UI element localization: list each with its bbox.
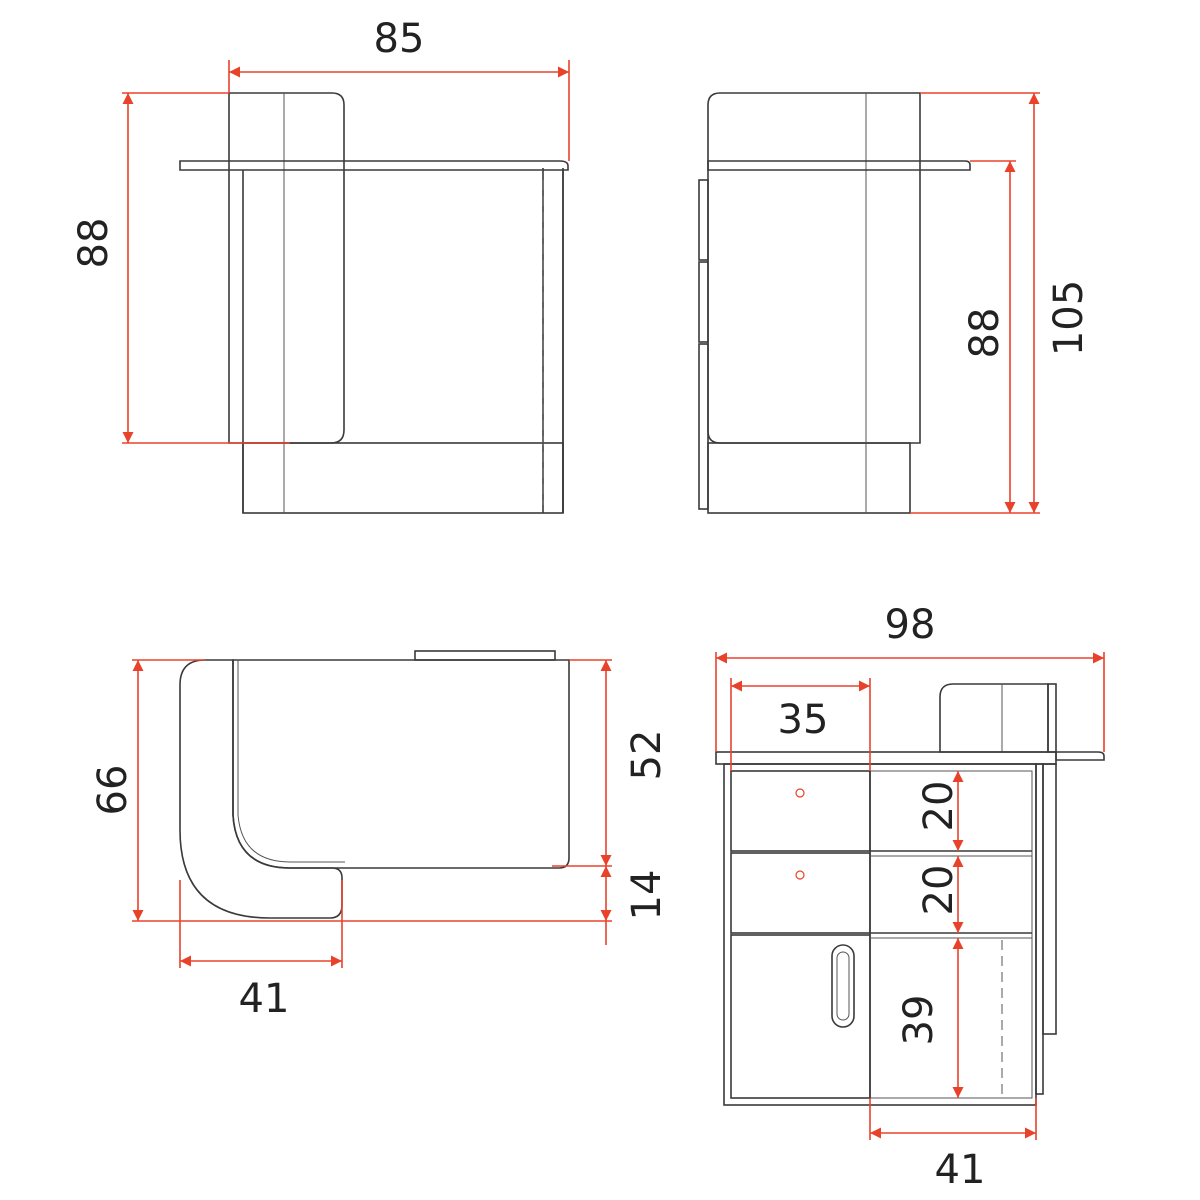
open-backrest-panel <box>939 683 1049 753</box>
dim-88-front-label: 88 <box>71 218 117 269</box>
drawer-1-knob <box>795 788 805 798</box>
top-curved-panel <box>179 659 343 919</box>
dim-35-label: 35 <box>778 697 829 743</box>
front-view: 85 88 <box>71 16 570 514</box>
dim-20a-label: 20 <box>916 781 962 832</box>
dim-52-label: 52 <box>624 730 670 781</box>
front-backrest-panel <box>228 92 345 444</box>
dim-14-label: 14 <box>624 870 670 921</box>
dim-41-open-label: 41 <box>935 1147 986 1193</box>
side-shelf-plate <box>707 160 971 171</box>
drawer-2-knob <box>795 870 805 880</box>
dim-41-top-label: 41 <box>239 976 290 1022</box>
side-upper-panel <box>707 92 921 444</box>
dim-85-label: 85 <box>374 16 425 62</box>
drawer-1 <box>730 770 871 852</box>
dim-105-label: 105 <box>1046 280 1092 356</box>
open-shelf-top <box>715 751 1057 765</box>
dim-98-label: 98 <box>885 602 936 648</box>
dim-88-side-label: 88 <box>962 308 1008 359</box>
side-view: 88 105 <box>698 92 1092 514</box>
top-shelf-edge <box>414 650 556 661</box>
dim-20b-label: 20 <box>916 865 962 916</box>
front-lower-body <box>242 442 564 514</box>
door-left <box>730 934 871 1099</box>
drawer-2 <box>730 852 871 934</box>
open-view: 98 35 20 20 39 41 <box>715 602 1105 1193</box>
dim-66-label: 66 <box>90 765 136 816</box>
top-main-body <box>232 659 570 869</box>
front-shelf-plate <box>179 160 569 171</box>
open-cabinet-frame <box>723 763 1037 1106</box>
dim-39-label: 39 <box>896 995 942 1046</box>
side-lower-body <box>707 442 911 514</box>
top-view: 66 52 14 41 <box>90 650 670 1022</box>
door-handle <box>831 944 855 1028</box>
